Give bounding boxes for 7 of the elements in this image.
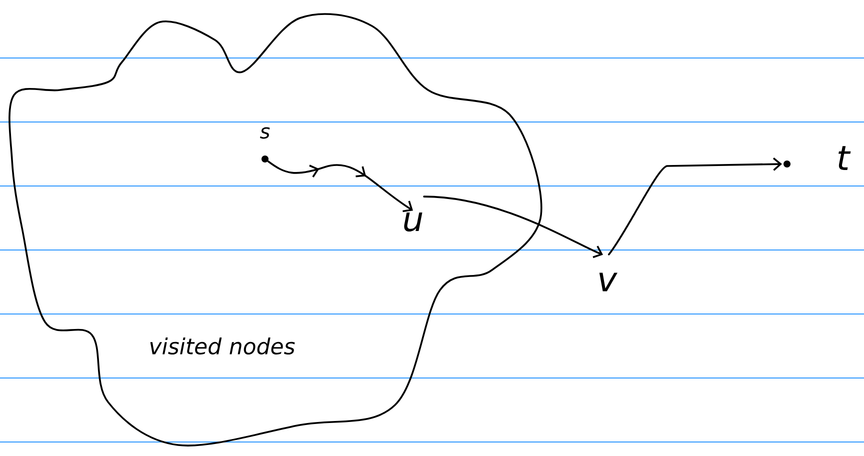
- arrow: [608, 157, 782, 256]
- vertex-label: u: [404, 212, 422, 232]
- arrow: [267, 160, 413, 212]
- arrow: [423, 196, 603, 258]
- vertex-label: s: [260, 127, 270, 162]
- vertex-label: t: [784, 146, 851, 170]
- vertex-label: v: [599, 272, 618, 292]
